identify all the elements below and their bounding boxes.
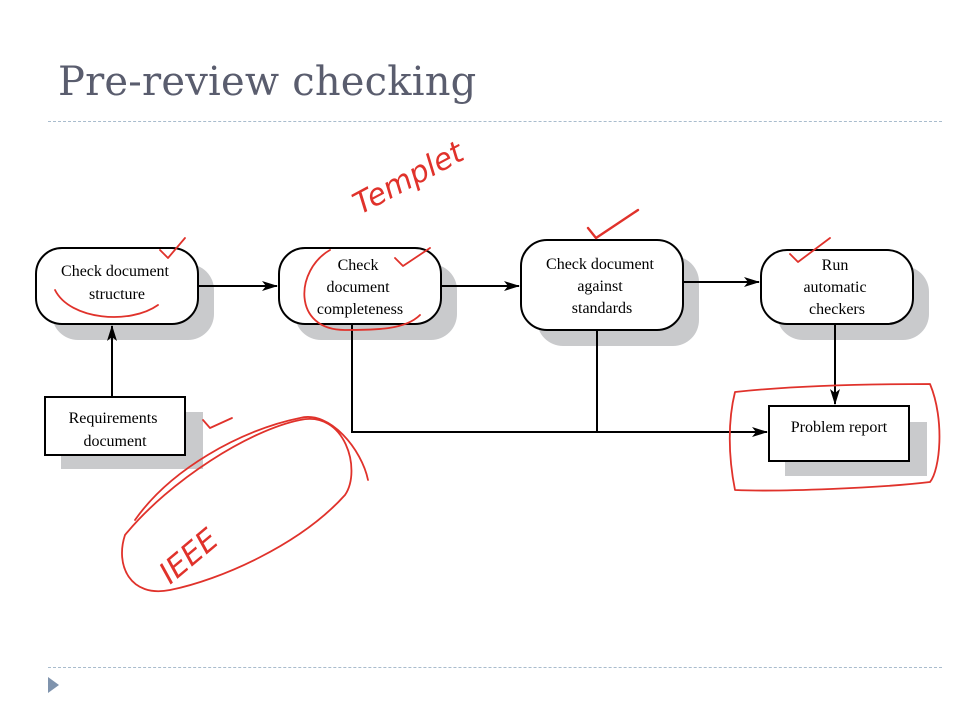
circle-completeness-mark [303, 249, 421, 331]
label-check-completeness: Check document completeness [317, 257, 403, 318]
label-line: Check [338, 257, 379, 274]
handwritten-template-note: Templet [347, 134, 470, 222]
slide-title: Pre-review checking [58, 59, 477, 105]
checkmark-icon [586, 208, 640, 240]
circle-problem-report-mark [728, 383, 941, 492]
label-line: standards [572, 300, 632, 317]
label-line: automatic [803, 279, 866, 296]
label-line: Check document [61, 263, 170, 280]
arrow-completeness-to-report [351, 325, 768, 437]
label-problem-report: Problem report [791, 419, 888, 436]
label-line: structure [89, 286, 145, 303]
label-line: Check document [546, 256, 655, 273]
label-requirements-document: Requirements document [69, 410, 162, 450]
ieee-outer-stroke-mark [134, 416, 369, 521]
label-line: Problem report [791, 419, 888, 436]
node-run-checkers [760, 249, 914, 325]
ieee-loop-mark [121, 418, 353, 593]
checkmark-icon [789, 237, 831, 263]
label-line: document [326, 279, 390, 296]
label-line: document [83, 433, 147, 450]
underline-structure-mark [54, 289, 159, 318]
label-check-standards: Check document against standards [546, 256, 658, 317]
node-requirements-document [44, 396, 186, 456]
node-problem-report [768, 405, 910, 462]
footer-divider [48, 667, 942, 668]
label-check-structure: Check document structure [61, 263, 173, 303]
label-run-checkers: Run automatic checkers [803, 257, 870, 318]
checkmark-icon [394, 247, 431, 267]
slide-bullet-icon [48, 677, 59, 693]
title-divider [48, 121, 942, 122]
label-line: Run [822, 257, 849, 274]
label-line: checkers [809, 301, 865, 318]
node-check-completeness [278, 247, 442, 325]
node-check-standards [520, 239, 684, 331]
handwritten-ieee-note: IEEE [153, 522, 226, 591]
label-line: Requirements [69, 410, 158, 427]
checkmark-icon [202, 417, 233, 429]
label-line: against [577, 278, 623, 295]
checkmark-icon [159, 237, 186, 259]
label-line: completeness [317, 301, 403, 318]
